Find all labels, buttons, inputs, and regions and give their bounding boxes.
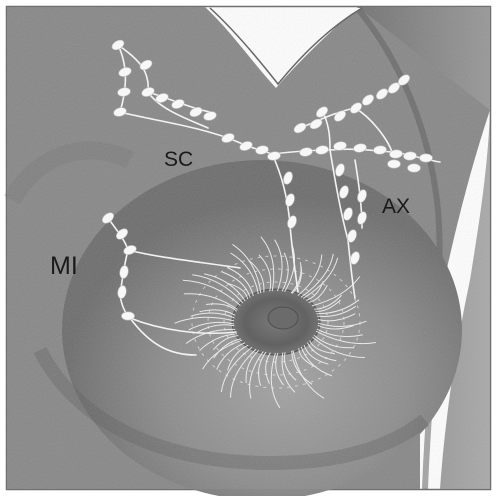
- lymph-node: [388, 160, 401, 168]
- lymph-node: [122, 312, 135, 320]
- label-ax: AX: [382, 195, 410, 218]
- nipple: [268, 307, 298, 329]
- label-sc: SC: [164, 148, 193, 171]
- lymph-node: [408, 164, 421, 172]
- lymph-node: [420, 154, 433, 162]
- label-mi: MI: [50, 252, 78, 280]
